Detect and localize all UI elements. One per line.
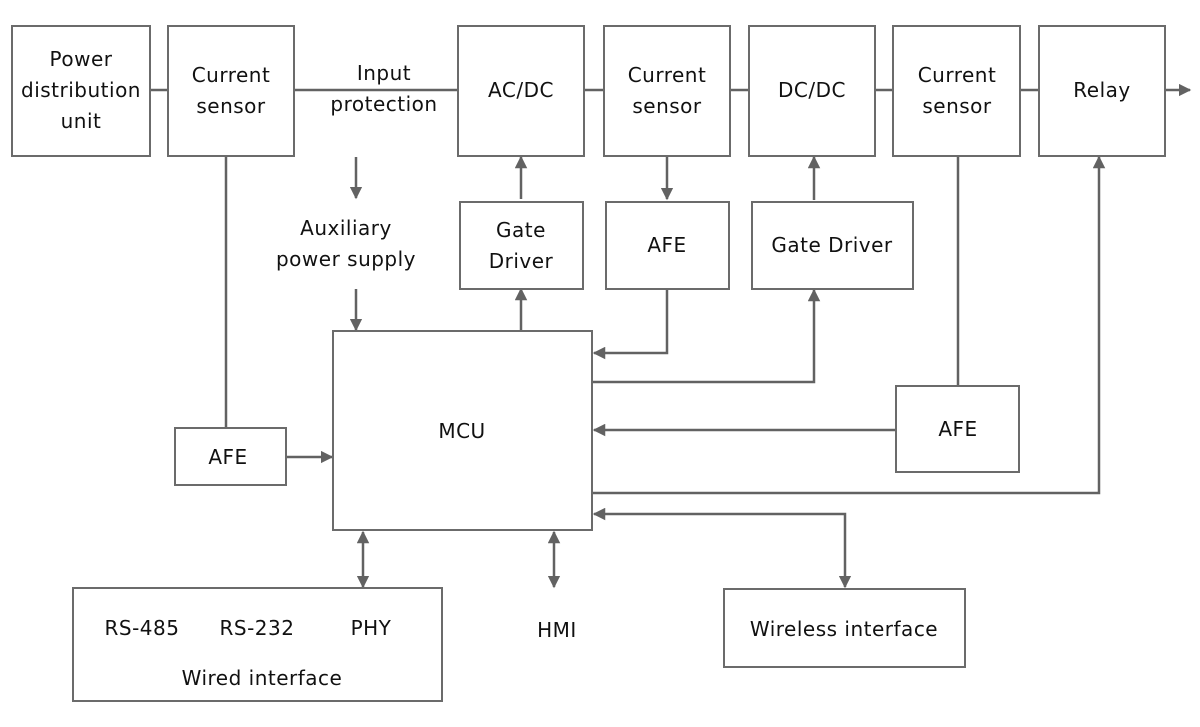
- input-protection-line2: protection: [330, 92, 437, 116]
- block-current-sensor-3: Current sensor: [892, 25, 1021, 157]
- cs3-label-line1: Current: [918, 63, 997, 87]
- block-current-sensor-1: Current sensor: [167, 25, 295, 157]
- afe-left-label: AFE: [208, 445, 247, 469]
- block-relay: Relay: [1038, 25, 1166, 157]
- block-afe-left: AFE: [174, 427, 287, 486]
- cs3-label-line2: sensor: [922, 94, 992, 118]
- wireless-interface-label: Wireless interface: [750, 617, 938, 641]
- cs1-label-line1: Current: [192, 63, 271, 87]
- relay-label: Relay: [1073, 78, 1130, 102]
- block-afe-top: AFE: [605, 201, 730, 290]
- wired-item-rs485: RS-485: [105, 616, 180, 640]
- afe-top-label: AFE: [647, 233, 686, 257]
- input-protection-line1: Input: [357, 61, 411, 85]
- wired-item-phy: PHY: [351, 616, 392, 640]
- cs2-label-line2: sensor: [632, 94, 702, 118]
- arrow-afe-top-to-mcu: [592, 289, 669, 360]
- pdu-label-line2: distribution: [21, 78, 141, 102]
- arrow-mcu-to-gate2: [593, 288, 821, 384]
- gate-driver-1-line1: Gate: [496, 218, 546, 242]
- gate-driver-1-line2: Driver: [489, 249, 554, 273]
- hmi-label: HMI: [537, 618, 577, 642]
- arrow-mcu-wireless-bidirectional: [592, 507, 852, 589]
- block-input-protection: Input protection: [330, 61, 437, 116]
- arrow-mcu-to-relay: [593, 155, 1106, 495]
- mcu-label: MCU: [438, 419, 485, 443]
- wired-interface-title: Wired interface: [182, 666, 343, 690]
- block-gate-driver-2: Gate Driver: [751, 201, 914, 290]
- afe-right-label: AFE: [938, 417, 977, 441]
- block-wireless-interface: Wireless interface: [723, 588, 966, 668]
- block-auxiliary-power-supply: Auxiliary power supply: [276, 216, 416, 271]
- block-hmi: HMI: [537, 618, 577, 642]
- cs1-label-line2: sensor: [196, 94, 266, 118]
- wired-item-rs232: RS-232: [220, 616, 295, 640]
- cs2-label-line1: Current: [628, 63, 707, 87]
- block-current-sensor-2: Current sensor: [603, 25, 731, 157]
- block-power-distribution-unit: Power distribution unit: [11, 25, 151, 157]
- block-wired-interface: RS-485 RS-232 PHY Wired interface: [72, 587, 443, 702]
- block-afe-right: AFE: [895, 385, 1020, 473]
- pdu-label-line1: Power: [50, 47, 113, 71]
- dcdc-label: DC/DC: [778, 78, 846, 102]
- pdu-label-line3: unit: [61, 109, 102, 133]
- acdc-label: AC/DC: [488, 78, 554, 102]
- gate-driver-2-label: Gate Driver: [771, 233, 893, 257]
- aux-power-line1: Auxiliary: [300, 216, 392, 240]
- aux-power-line2: power supply: [276, 247, 416, 271]
- block-ac-dc: AC/DC: [457, 25, 585, 157]
- block-mcu: MCU: [332, 330, 593, 531]
- block-dc-dc: DC/DC: [748, 25, 876, 157]
- block-gate-driver-1: Gate Driver: [459, 201, 584, 290]
